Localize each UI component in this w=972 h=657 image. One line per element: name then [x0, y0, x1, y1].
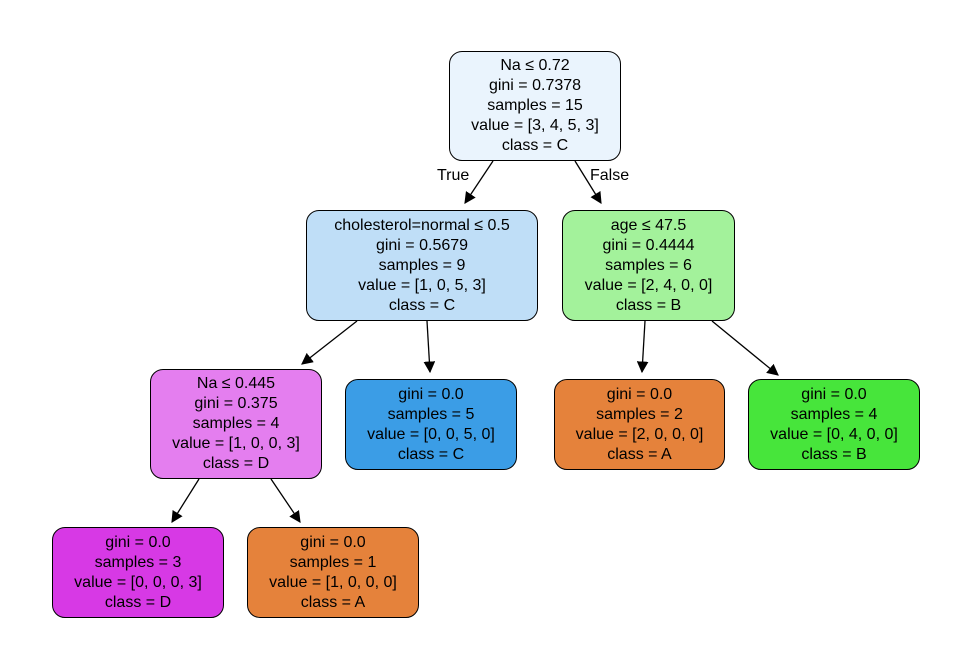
node-text-line: value = [0, 0, 0, 3] — [74, 573, 202, 591]
node-text-line: value = [1, 0, 5, 3] — [358, 276, 486, 294]
node-text-line: value = [2, 0, 0, 0] — [575, 425, 704, 443]
tree-node-right: age ≤ 47.5 gini = 0.4444 samples = 6 value … — [562, 210, 735, 321]
edge-left-leftleft — [301, 320, 358, 365]
node-text-line: value = [1, 0, 0, 0] — [269, 573, 397, 591]
node-text-line: gini = 0.0 — [801, 385, 867, 403]
edge-leftleft-llright — [270, 478, 301, 523]
tree-node-root: Na ≤ 0.72 gini = 0.7378 samples = 15 value … — [449, 51, 621, 161]
node-text-line: samples = 3 — [94, 553, 182, 571]
node-text-line: gini = 0.375 — [194, 395, 278, 412]
node-text-line: value = [0, 0, 5, 0] — [367, 425, 495, 443]
node-text-line: cholesterol=normal ≤ 0.5 — [334, 216, 510, 234]
edge-root-right — [574, 160, 602, 204]
edge-label-false: False — [590, 167, 630, 184]
node-text-line: gini = 0.4444 — [602, 236, 695, 254]
edge-leftleft-llleft — [171, 478, 200, 523]
node-text-line: class = D — [104, 593, 172, 611]
node-text-line: Na ≤ 0.445 — [196, 375, 276, 392]
node-text-line: samples = 2 — [596, 405, 683, 423]
tree-node-ll-left: gini = 0.0 samples = 3 value = [0, 0, 0, 3… — [52, 527, 224, 618]
node-text-line: samples = 15 — [487, 97, 583, 114]
node-text-line: gini = 0.0 — [398, 385, 464, 403]
node-text-line: value = [3, 4, 5, 3] — [471, 117, 599, 134]
node-text-line: value = [2, 4, 0, 0] — [584, 276, 713, 294]
edge-label-true: True — [437, 167, 470, 184]
node-text-line: samples = 4 — [790, 405, 878, 423]
node-text-line: samples = 9 — [378, 256, 466, 274]
tree-node-right-left: gini = 0.0 samples = 2 value = [2, 0, 0, 0… — [554, 379, 725, 470]
node-text-line: class = C — [397, 445, 465, 463]
tree-node-left: cholesterol=normal ≤ 0.5 gini = 0.5679 sam… — [306, 210, 538, 321]
node-text-line: samples = 6 — [605, 256, 692, 274]
tree-node-left-left: Na ≤ 0.445 gini = 0.375 samples = 4 value =… — [150, 369, 322, 479]
node-text-line: gini = 0.0 — [606, 385, 673, 403]
tree-node-right-right: gini = 0.0 samples = 4 value = [0, 4, 0, 0… — [748, 379, 920, 470]
edge-root-left — [464, 160, 494, 204]
node-text-line: gini = 0.0 — [300, 533, 366, 551]
node-text-line: value = [1, 0, 0, 3] — [172, 435, 300, 452]
node-text-line: value = [0, 4, 0, 0] — [770, 425, 898, 443]
tree-node-ll-right: gini = 0.0 samples = 1 value = [1, 0, 0, 0… — [247, 527, 419, 618]
node-text-line: gini = 0.0 — [105, 533, 171, 551]
node-text-line: class = C — [501, 137, 569, 154]
node-text-line: class = B — [615, 296, 682, 314]
edge-right-rightright — [711, 320, 779, 376]
node-text-line: class = A — [607, 445, 672, 463]
node-text-line: class = B — [801, 445, 867, 463]
node-text-line: class = C — [388, 296, 456, 314]
edge-right-rightleft — [636, 320, 649, 374]
node-text-line: samples = 1 — [289, 553, 377, 571]
edge-left-leftright — [423, 320, 436, 374]
tree-node-left-right: gini = 0.0 samples = 5 value = [0, 0, 5, 0… — [345, 379, 517, 470]
node-text-line: class = A — [300, 593, 366, 611]
node-text-line: samples = 5 — [387, 405, 475, 423]
node-text-line: age ≤ 47.5 — [610, 216, 687, 234]
node-text-line: gini = 0.7378 — [488, 77, 582, 94]
node-text-line: gini = 0.5679 — [375, 236, 469, 254]
node-text-line: samples = 4 — [192, 415, 280, 432]
node-text-line: class = D — [202, 455, 270, 472]
node-text-line: Na ≤ 0.72 — [500, 57, 570, 74]
